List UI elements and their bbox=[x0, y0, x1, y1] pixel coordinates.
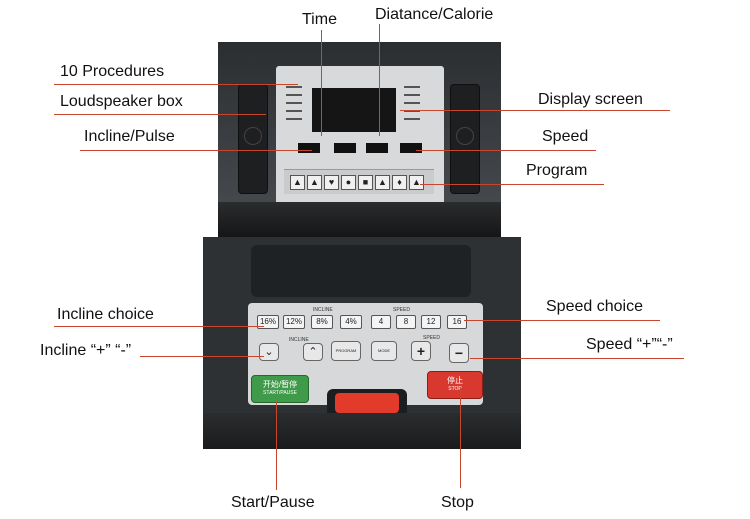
procedure-list-right bbox=[402, 84, 422, 134]
program-6-icon[interactable]: ▲ bbox=[375, 175, 390, 190]
right-speaker bbox=[450, 84, 480, 194]
label-loudspeaker-box: Loudspeaker box bbox=[60, 93, 183, 110]
speed-section-label: SPEED bbox=[423, 335, 440, 341]
speed-key-4[interactable]: 4 bbox=[371, 315, 391, 329]
leader-program bbox=[420, 184, 604, 185]
program-4-icon[interactable]: ● bbox=[341, 175, 356, 190]
start-pause-button[interactable]: 开始/暂停 START/PAUSE bbox=[251, 375, 309, 403]
label-incline-choice: Incline choice bbox=[57, 306, 154, 323]
start-pause-en-label: START/PAUSE bbox=[263, 390, 297, 396]
distance-calorie-display bbox=[366, 143, 388, 153]
label-program: Program bbox=[526, 162, 588, 179]
program-1-icon[interactable]: ▲ bbox=[290, 175, 305, 190]
program-8-icon[interactable]: ▲ bbox=[409, 175, 424, 190]
console-lower-base bbox=[203, 413, 521, 449]
label-time: Time bbox=[302, 11, 337, 28]
start-pause-cn-label: 开始/暂停 bbox=[262, 380, 298, 389]
leader-distance-calorie bbox=[379, 24, 380, 136]
label-start-pause: Start/Pause bbox=[231, 494, 315, 511]
program-button[interactable]: PROGRAM bbox=[331, 341, 361, 361]
label-incline-plus-minus: Incline “+” “-” bbox=[40, 342, 132, 359]
label-10-procedures: 10 Procedures bbox=[60, 63, 165, 80]
incline-key-8[interactable]: 8% bbox=[311, 315, 333, 329]
label-display-screen: Display screen bbox=[538, 91, 643, 108]
label-distance-calorie: Diatance/Calorie bbox=[375, 6, 494, 23]
stop-button[interactable]: 停止 STOP bbox=[427, 371, 483, 399]
main-display-screen bbox=[312, 88, 396, 132]
program-2-icon[interactable]: ▲ bbox=[307, 175, 322, 190]
incline-pulse-display bbox=[298, 143, 320, 153]
incline-down-button[interactable]: ⌄ bbox=[259, 343, 279, 361]
chevron-down-icon: ⌄ bbox=[264, 346, 274, 358]
console-tray bbox=[251, 245, 471, 297]
program-button-label: PROGRAM bbox=[335, 348, 357, 353]
incline-section-label: INCLINE bbox=[289, 337, 309, 343]
leader-speed-choice bbox=[464, 320, 660, 321]
speed-display bbox=[400, 143, 422, 153]
leader-loudspeaker-box bbox=[54, 114, 266, 115]
program-7-icon[interactable]: ♦ bbox=[392, 175, 407, 190]
bottom-console-photo: INCLINE SPEED 16% 12% 8% 4% 4 8 12 16 IN… bbox=[203, 237, 521, 449]
incline-key-16[interactable]: 16% bbox=[257, 315, 279, 329]
time-display bbox=[334, 143, 356, 153]
leader-stop bbox=[460, 388, 461, 488]
leader-incline-choice bbox=[54, 326, 264, 327]
safety-key[interactable] bbox=[335, 393, 399, 413]
label-speed-plus-minus: Speed “+”“-” bbox=[586, 336, 673, 353]
label-speed: Speed bbox=[542, 128, 589, 145]
label-incline-pulse: Incline/Pulse bbox=[84, 128, 175, 145]
chevron-up-icon: ⌃ bbox=[308, 346, 318, 358]
label-stop: Stop bbox=[441, 494, 474, 511]
speed-key-12[interactable]: 12 bbox=[421, 315, 441, 329]
incline-header: INCLINE bbox=[313, 307, 333, 313]
speed-minus-button[interactable]: − bbox=[449, 343, 469, 363]
leader-speed-plus-minus bbox=[470, 358, 684, 359]
mode-button[interactable]: MODE bbox=[371, 341, 397, 361]
program-strip: ▲ ▲ ♥ ● ■ ▲ ♦ ▲ bbox=[284, 169, 434, 194]
leader-display-screen bbox=[400, 110, 670, 111]
left-speaker bbox=[238, 84, 268, 194]
label-speed-choice: Speed choice bbox=[546, 298, 643, 315]
leader-start-pause bbox=[276, 402, 277, 490]
leader-incline-plus-minus bbox=[140, 356, 264, 357]
leader-time bbox=[321, 30, 322, 136]
incline-up-button[interactable]: ⌃ bbox=[303, 343, 323, 361]
program-5-icon[interactable]: ■ bbox=[358, 175, 373, 190]
speed-plus-button[interactable]: + bbox=[411, 341, 431, 361]
leader-incline-pulse bbox=[80, 150, 312, 151]
stop-en-label: STOP bbox=[448, 386, 462, 392]
stop-cn-label: 停止 bbox=[447, 376, 463, 385]
leader-speed bbox=[416, 150, 596, 151]
top-console-photo: ▲ ▲ ♥ ● ■ ▲ ♦ ▲ bbox=[218, 42, 501, 238]
speed-key-8[interactable]: 8 bbox=[396, 315, 416, 329]
mode-button-label: MODE bbox=[378, 348, 390, 353]
incline-key-12[interactable]: 12% bbox=[283, 315, 305, 329]
leader-10-procedures bbox=[54, 84, 298, 85]
speed-header: SPEED bbox=[393, 307, 410, 313]
console-base bbox=[218, 202, 501, 238]
speed-key-16[interactable]: 16 bbox=[447, 315, 467, 329]
procedure-list-left bbox=[286, 84, 306, 134]
speaker-grille-icon bbox=[244, 127, 262, 145]
program-3-icon[interactable]: ♥ bbox=[324, 175, 339, 190]
incline-key-4[interactable]: 4% bbox=[340, 315, 362, 329]
speaker-grille-icon bbox=[456, 127, 474, 145]
